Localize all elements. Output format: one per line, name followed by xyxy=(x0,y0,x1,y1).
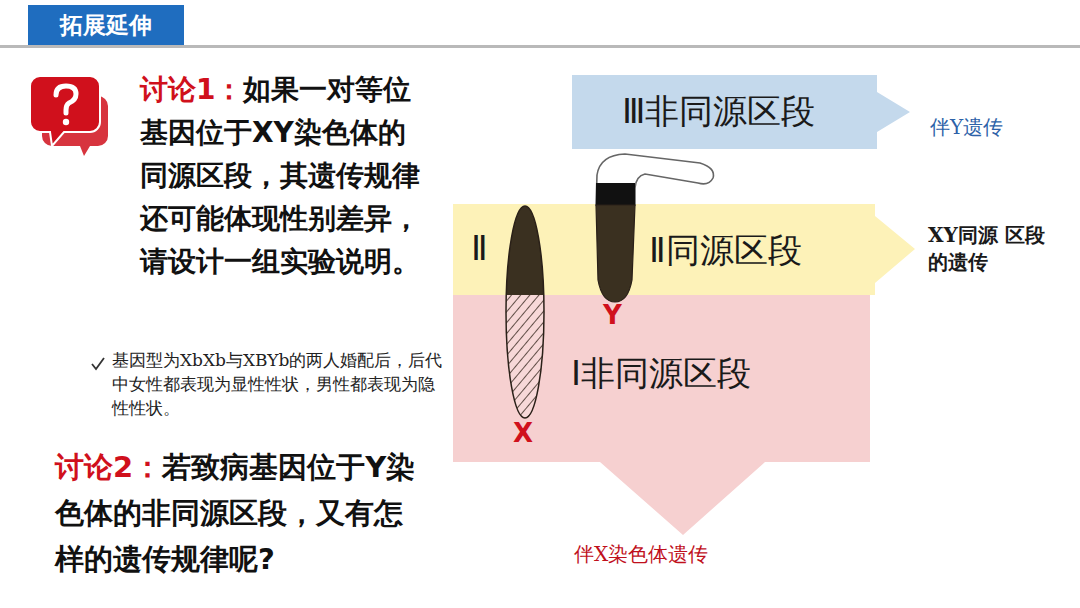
chromosome-region-band: Ⅲ非同源区段 xyxy=(572,75,912,149)
title-text: 拓展延伸 xyxy=(28,5,184,45)
inheritance-label: 伴X染色体遗传 xyxy=(574,541,708,568)
inheritance-label: XY同源 区段的遗传 xyxy=(928,222,1056,276)
band-label: Ⅰ非同源区段 xyxy=(571,355,751,392)
discussion-number: 讨论2： xyxy=(55,450,162,484)
title-rule xyxy=(0,45,1080,48)
answer-note: 基因型为XbXb与XBYb的两人婚配后，后代中女性都表现为显性性状，男性都表现为… xyxy=(112,348,448,420)
chromosome-region-band: Ⅰ非同源区段 xyxy=(453,295,870,535)
band-label: Ⅱ同源区段 xyxy=(649,232,802,269)
discussion-paragraph: 讨论1：如果一对等位基因位于XY染色体的同源区段，其遗传规律还可能体现性别差异，… xyxy=(140,68,424,283)
inheritance-label: 伴Y遗传 xyxy=(930,114,1003,141)
discussion-paragraph: 讨论2：若致病基因位于Y染色体的非同源区段，又有怎样的遗传规律呢? xyxy=(55,444,427,582)
band-label: Ⅲ非同源区段 xyxy=(622,93,815,130)
y-chromosome xyxy=(596,154,713,302)
chromosome-name: X xyxy=(513,418,533,448)
title-tab xyxy=(28,5,184,45)
chromosome-name: Y xyxy=(603,300,622,330)
answer-text: 基因型为XbXb与XBYb的两人婚配后，后代中女性都表现为显性性状，男性都表现为… xyxy=(112,350,442,418)
check-bullet xyxy=(92,358,104,369)
chromosome-region-band: Ⅱ Ⅱ同源区段 xyxy=(453,204,918,295)
x-chromosome xyxy=(506,206,544,418)
question-icon xyxy=(30,76,108,156)
band-shape xyxy=(453,295,870,535)
discussion-number: 讨论1： xyxy=(140,73,243,106)
band-label: Ⅱ xyxy=(471,230,488,267)
